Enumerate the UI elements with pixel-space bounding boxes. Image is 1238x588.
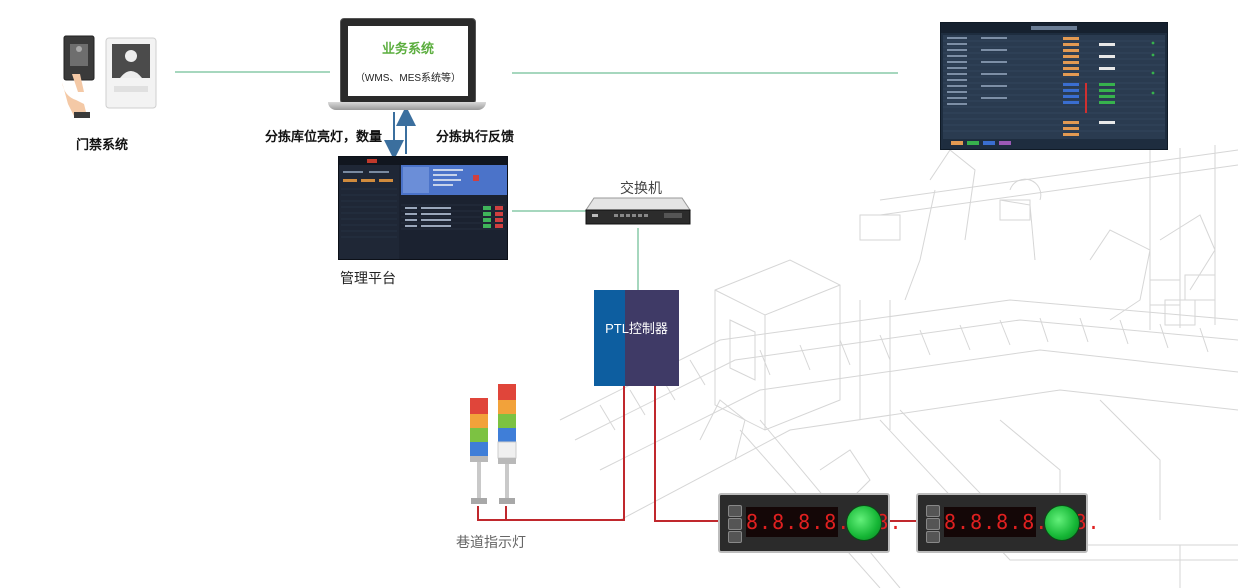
lane-light-label: 巷道指示灯 <box>456 534 526 550</box>
ptl-button <box>728 518 742 530</box>
ptl-confirm-light <box>846 505 882 541</box>
business-system-laptop: 业务系统 （WMS、MES系统等） <box>340 18 476 104</box>
dashboard-screenshot <box>940 22 1168 150</box>
ptl-controller-label: PTL控制器 <box>605 321 668 336</box>
ptl-controller-front <box>625 290 679 386</box>
ptl-button <box>926 531 940 543</box>
ptl-controller-side <box>594 290 625 386</box>
ptl-button <box>728 505 742 517</box>
link-controller-to-display <box>654 386 718 522</box>
dashboard-table-graphic <box>941 23 1167 145</box>
ptl-display-unit-2: 8.8.8.8.8.8. <box>916 493 1100 553</box>
management-platform-label: 管理平台 <box>340 270 396 286</box>
management-ui-graphic <box>339 157 507 259</box>
lane-indicator-lights <box>466 382 522 508</box>
laptop-base <box>328 102 486 110</box>
ptl-button <box>926 505 940 517</box>
access-control-label: 门禁系统 <box>76 137 129 152</box>
up-arrow-label: 分拣执行反馈 <box>436 129 515 144</box>
down-arrow-label: 分拣库位亮灯，数量 <box>265 129 383 144</box>
network-switch <box>584 196 692 230</box>
access-control-devices <box>58 34 160 120</box>
business-system-subtitle: （WMS、MES系统等） <box>354 73 462 84</box>
ptl-digit-display: 8.8.8.8.8.8. <box>746 507 902 537</box>
ptl-display-unit-1: 8.8.8.8.8.8. <box>718 493 902 553</box>
card-reader-icon <box>62 35 157 118</box>
ptl-digit-display: 8.8.8.8.8.8. <box>944 507 1100 537</box>
ptl-button <box>926 518 940 530</box>
management-platform-screenshot <box>338 156 508 260</box>
business-system-title: 业务系统 <box>381 41 434 56</box>
link-controller-to-lane-light <box>477 386 625 521</box>
ptl-button <box>728 531 742 543</box>
tower-light-icon <box>470 384 517 504</box>
switch-label: 交换机 <box>620 180 662 196</box>
ptl-confirm-light <box>1044 505 1080 541</box>
switch-device-icon <box>585 197 691 225</box>
